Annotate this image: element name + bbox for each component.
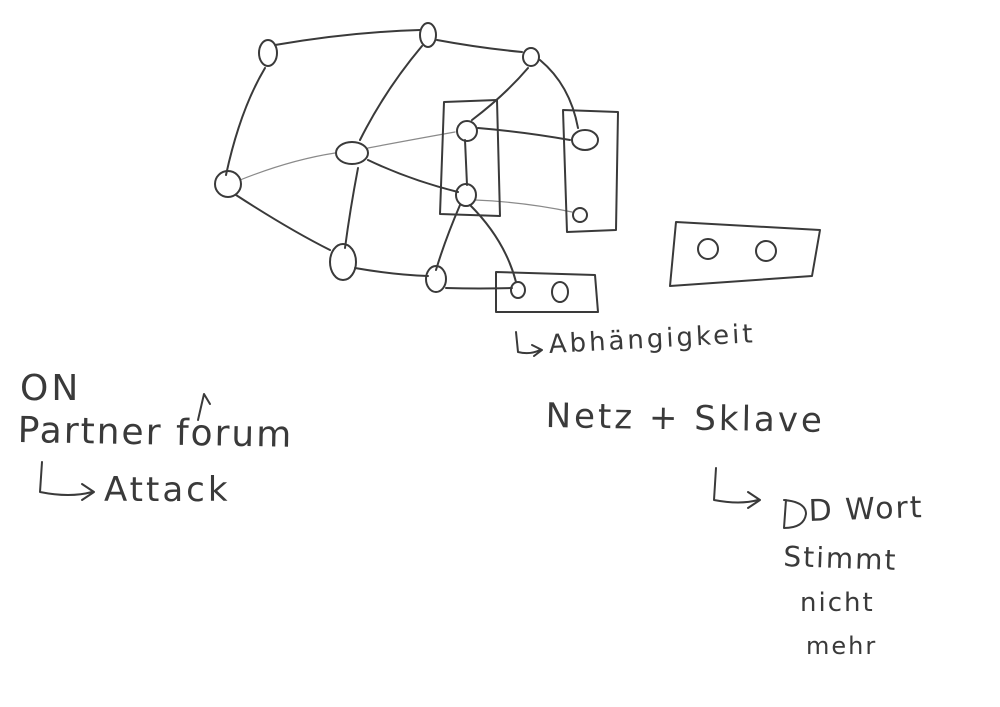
node [329,243,357,281]
node [456,120,478,142]
node [522,47,540,67]
hook-arrow-icon [39,461,95,501]
network-edges [225,29,579,290]
caret-mark-icon [197,393,211,421]
note-dwort-line2: Stimmt [782,540,898,577]
note-dwort-line3: nicht [800,588,875,618]
network-nodes [214,22,777,303]
group-box-middle [439,99,501,217]
node [425,265,447,293]
note-dwort-line1: D Wort [808,489,925,529]
node [755,240,777,262]
node [419,22,437,48]
note-attack: Attack [104,470,231,510]
node [214,170,242,198]
note-partnerforum: Partner forum [17,410,294,456]
hook-arrow-icon [515,331,543,357]
node [551,281,569,303]
group-boxes [439,99,821,313]
group-box-bottom [495,271,599,313]
node [335,141,369,165]
hook-arrow-icon [713,467,761,509]
group-box-right [562,109,619,233]
node [455,183,477,207]
note-netz-sklave: Netz + Sklave [545,396,826,441]
node [510,281,526,299]
note-dwort-line4: mehr [806,632,878,660]
node [571,129,599,151]
node [258,39,278,67]
handwritten-arrows [39,331,807,529]
note-on: ON [20,368,82,409]
node [697,238,719,260]
group-box-standalone [669,221,821,287]
d-letter-icon [783,499,807,529]
node [572,207,588,223]
